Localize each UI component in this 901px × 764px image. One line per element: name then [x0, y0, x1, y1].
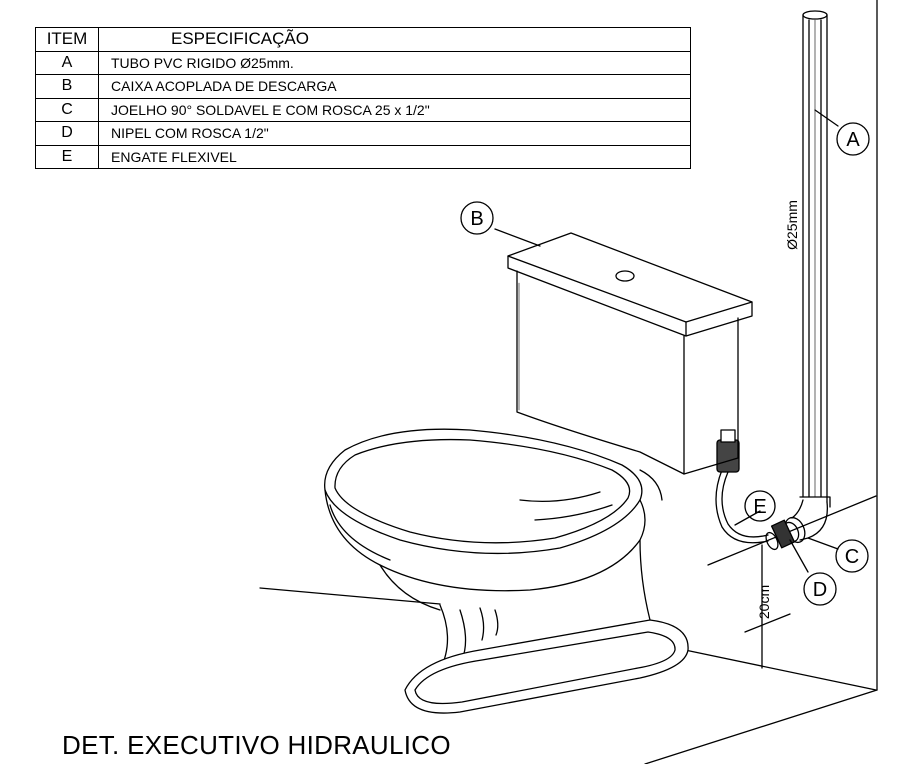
- header-spec: ESPECIFICAÇÃO: [98, 27, 691, 52]
- pvc-pipe: [799, 10, 831, 508]
- callout-d-label: D: [813, 579, 827, 601]
- flexible-hose: [715, 429, 769, 544]
- callout-e-circle: [744, 490, 776, 522]
- cistern: [507, 232, 753, 475]
- row-item: C: [35, 97, 99, 122]
- table-row: E ENGATE FLEXIVEL: [35, 144, 691, 169]
- table-row: B CAIXA ACOPLADA DE DESCARGA: [35, 74, 691, 99]
- row-item: D: [35, 121, 99, 146]
- pipe-diameter-label: Ø25mm: [784, 200, 800, 250]
- row-desc: TUBO PVC RIGIDO Ø25mm.: [98, 50, 691, 75]
- toilet-bowl: [324, 428, 663, 671]
- table-row: C JOELHO 90° SOLDAVEL E COM ROSCA 25 x 1…: [35, 97, 691, 122]
- row-item: E: [35, 144, 99, 169]
- callout-b-circle: [460, 201, 494, 235]
- specification-table: ITEM ESPECIFICAÇÃO A TUBO PVC RIGIDO Ø25…: [35, 27, 691, 169]
- row-desc: ENGATE FLEXIVEL: [98, 144, 691, 169]
- row-item: A: [35, 50, 99, 75]
- callout-b-label: B: [470, 208, 483, 230]
- callout-c-label: C: [845, 546, 859, 568]
- row-desc: CAIXA ACOPLADA DE DESCARGA: [98, 74, 691, 99]
- row-desc: JOELHO 90° SOLDAVEL E COM ROSCA 25 x 1/2…: [98, 97, 691, 122]
- row-desc: NIPEL COM ROSCA 1/2": [98, 121, 691, 146]
- callout-a-circle: [836, 122, 870, 156]
- table-header-row: ITEM ESPECIFICAÇÃO: [35, 27, 691, 52]
- room-lines: [259, 0, 878, 764]
- height-dimension-label: 20cm: [756, 585, 772, 619]
- table-row: A TUBO PVC RIGIDO Ø25mm.: [35, 50, 691, 75]
- header-item: ITEM: [35, 27, 99, 52]
- callout-a-label: A: [846, 129, 860, 151]
- callout-e-label: E: [753, 496, 766, 518]
- callout-d-circle: [803, 572, 837, 606]
- leader-lines: [494, 109, 839, 573]
- threaded-nipple: [765, 519, 796, 551]
- drawing-title: DET. EXECUTIVO HIDRAULICO: [62, 730, 451, 760]
- toilet-base: [404, 619, 689, 714]
- row-item: B: [35, 74, 99, 99]
- callout-c-circle: [835, 539, 869, 573]
- table-row: D NIPEL COM ROSCA 1/2": [35, 121, 691, 146]
